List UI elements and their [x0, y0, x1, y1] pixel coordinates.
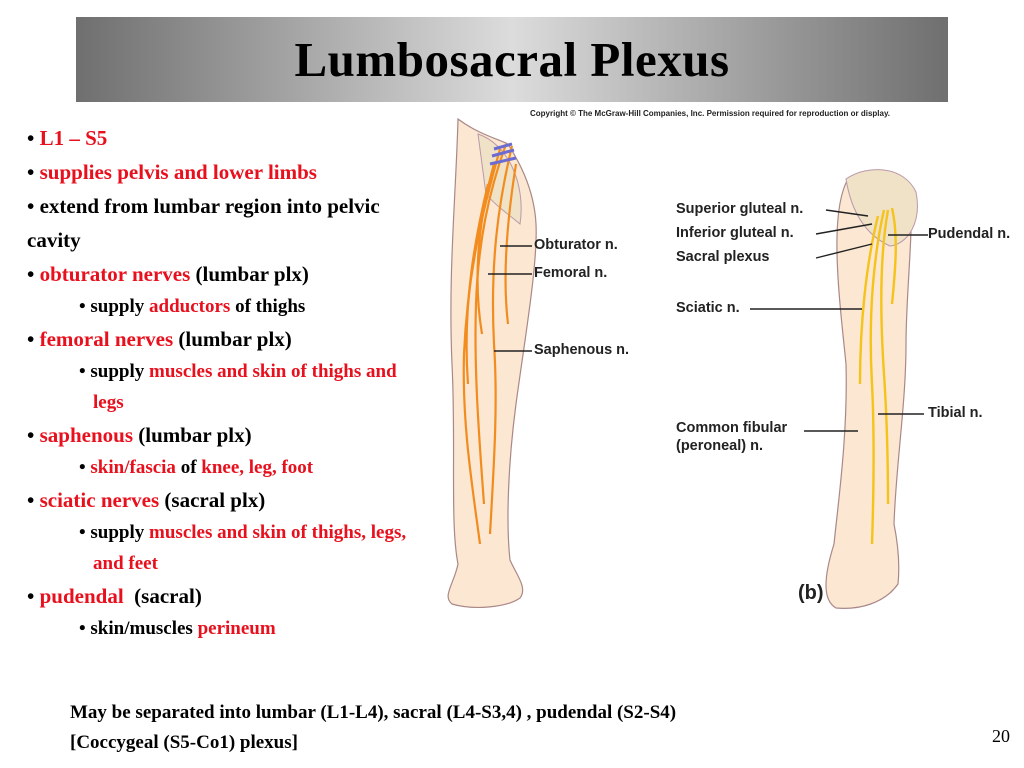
bullet-6: • saphenous (lumbar plx)	[27, 423, 252, 447]
leaders-b	[750, 209, 928, 432]
bullet-6-sub-red1: skin/fascia	[90, 457, 176, 478]
label-sacral-plexus: Sacral plexus	[676, 249, 770, 265]
bullet-6-sub-red2: knee, leg, foot	[201, 457, 314, 478]
bullet-5-sub: • supply muscles and skin of thighs and …	[79, 361, 397, 413]
bullet-5-source: (lumbar plx)	[173, 327, 292, 351]
leg-illustration	[447, 117, 928, 609]
leaders-a	[488, 245, 532, 352]
bullet-4-source: (lumbar plx)	[190, 262, 309, 286]
label-obturator: Obturator n.	[534, 237, 618, 253]
bullet-4-sub-b: of thighs	[230, 296, 306, 317]
pelvis-b	[845, 169, 918, 247]
label-tibial: Tibial n.	[928, 405, 983, 421]
bullet-7-sub: • supply muscles and skin of thighs, leg…	[79, 522, 407, 574]
label-sciatic: Sciatic n.	[676, 300, 740, 316]
label-femoral: Femoral n.	[534, 265, 608, 281]
label-saphenous: Saphenous n.	[534, 342, 630, 358]
bullet-list: • L1 – S5 • supplies pelvis and lower li…	[27, 121, 422, 644]
bullet-5-sub-red: muscles and skin of thighs and legs	[93, 361, 397, 413]
footnote: May be separated into lumbar (L1-L4), sa…	[70, 698, 676, 758]
bullet-4-term: obturator nerves	[39, 262, 191, 286]
label-pudendal: Pudendal n.	[928, 226, 1011, 242]
label-inferior-gluteal: Inferior gluteal n.	[676, 225, 794, 241]
bullet-8-sub-red: perineum	[197, 618, 276, 639]
leg-b-outline	[825, 177, 912, 609]
bullet-4-sub: • supply adductors of thighs	[79, 296, 306, 317]
bullet-7-source: (sacral plx)	[159, 488, 266, 512]
bullet-1-text: L1 – S5	[39, 126, 108, 150]
bullet-7-term: sciatic nerves	[39, 488, 160, 512]
bullet-6-sub-mid: of	[175, 457, 202, 478]
bullet-4-sub-a: supply	[90, 296, 150, 317]
bullet-1: • L1 – S5	[27, 126, 108, 150]
figure-copyright: Copyright © The McGraw-Hill Companies, I…	[530, 109, 891, 118]
footnote-line-1: May be separated into lumbar (L1-L4), sa…	[70, 702, 677, 723]
bullet-4: • obturator nerves (lumbar plx)	[27, 262, 309, 286]
bullet-8-sub-a: skin/muscles	[90, 618, 198, 639]
bullet-3: • extend from lumbar region into pelvic …	[27, 194, 380, 252]
bullet-5-term: femoral nerves	[39, 327, 174, 351]
bullet-7: • sciatic nerves (sacral plx)	[27, 488, 266, 512]
title-bar: Lumbosacral Plexus	[76, 17, 948, 102]
bullet-6-sub: • skin/fascia of knee, leg, foot	[79, 457, 314, 478]
label-superior-gluteal: Superior gluteal n.	[676, 201, 804, 217]
label-peroneal: (peroneal) n.	[676, 438, 764, 454]
panel-b-label: (b)	[798, 582, 824, 604]
sciatic-tibial-nerves	[858, 207, 897, 545]
nerve-figure: Copyright © The McGraw-Hill Companies, I…	[428, 104, 1024, 620]
bullet-6-term: saphenous	[39, 423, 133, 447]
slide-title: Lumbosacral Plexus	[294, 32, 730, 87]
bullet-8-term: pudendal	[39, 584, 124, 608]
bullet-8-sub: • skin/muscles perineum	[79, 618, 276, 639]
bullet-3-text: extend from lumbar region into pelvic ca…	[27, 194, 380, 252]
label-common-fibular: Common fibular	[676, 420, 788, 436]
page-number: 20	[992, 726, 1010, 746]
bullet-7-sub-a: supply	[90, 522, 150, 543]
bullet-5: • femoral nerves (lumbar plx)	[27, 327, 292, 351]
bullet-2-text: supplies pelvis and lower limbs	[39, 160, 317, 184]
leg-a-outline	[447, 117, 537, 608]
obturator-femoral-nerves	[462, 143, 518, 545]
bullet-6-source: (lumbar plx)	[133, 423, 252, 447]
bullet-8-source: (sacral)	[123, 584, 202, 608]
bullet-5-sub-a: supply	[90, 361, 150, 382]
bullet-2: • supplies pelvis and lower limbs	[27, 160, 317, 184]
bullet-8: • pudendal (sacral)	[27, 584, 202, 608]
bullet-4-sub-red: adductors	[149, 296, 231, 317]
footnote-line-2: [Coccygeal (S5-Co1) plexus]	[70, 732, 298, 753]
bullet-7-sub-red: muscles and skin of thighs, legs, and fe…	[93, 522, 407, 574]
